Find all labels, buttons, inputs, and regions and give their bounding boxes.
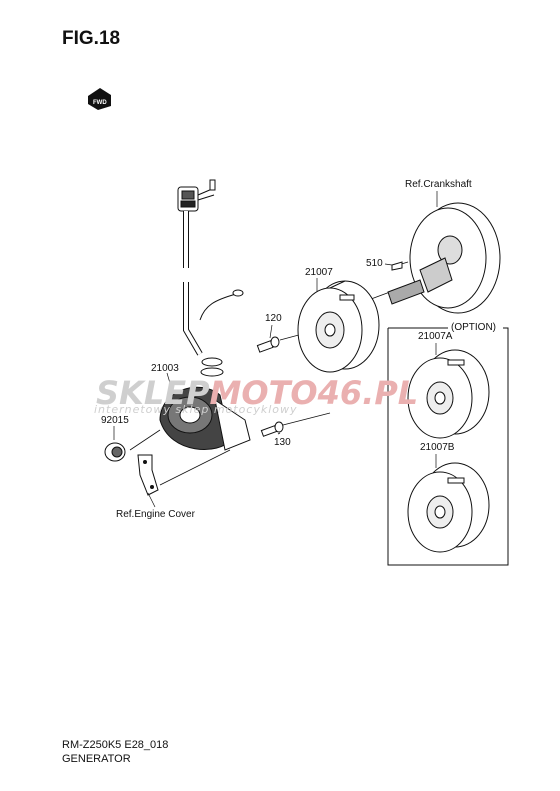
crankshaft	[387, 202, 501, 314]
watermark-logo-right: MOTO46.PL	[209, 374, 419, 412]
figure-title: FIG.18	[62, 28, 121, 49]
label-21007: 21007	[305, 267, 333, 278]
clamp	[137, 454, 159, 496]
label-510: 510	[366, 258, 383, 269]
label-21003: 21003	[151, 363, 179, 374]
label-21007b: 21007B	[420, 442, 455, 453]
label-120: 120	[265, 313, 282, 324]
label-130: 130	[274, 437, 291, 448]
watermark-logo-left: SKLEP	[96, 374, 210, 412]
label-ref-crankshaft: Ref.Crankshaft	[405, 179, 472, 190]
leader-lines	[113, 191, 438, 508]
watermark-tagline: internetowy sklep motocyklowy	[94, 403, 298, 416]
stator	[159, 386, 251, 451]
model-code: RM-Z250K5 E28_018	[62, 739, 169, 751]
bolt-130	[260, 421, 284, 437]
watermark-logo: SKLEPMOTO46.PL	[96, 374, 418, 412]
section-name: GENERATOR	[62, 753, 131, 765]
fwd-arrow-icon: FWD	[88, 88, 111, 110]
label-option: (OPTION)	[451, 322, 496, 333]
svg-text:FWD: FWD	[93, 100, 107, 106]
wiring-harness	[177, 179, 244, 377]
label-ref-engine-cover: Ref.Engine Cover	[116, 509, 195, 520]
option-frame	[387, 318, 509, 566]
grommet-92015	[104, 442, 126, 462]
label-92015: 92015	[101, 415, 129, 426]
label-21007a: 21007A	[418, 331, 453, 342]
flywheel-21007	[297, 280, 380, 373]
flywheel-21007a	[407, 349, 490, 439]
bolt-120	[256, 336, 280, 353]
flywheel-21007b	[407, 462, 490, 553]
